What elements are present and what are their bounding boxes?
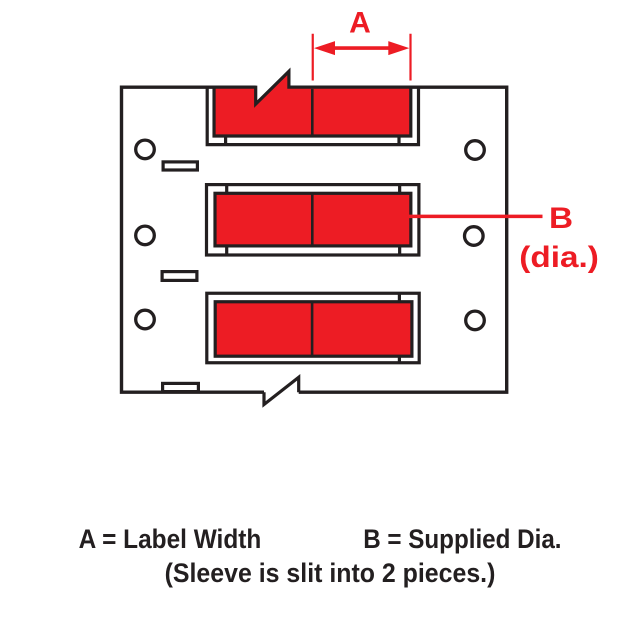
svg-text:B: B bbox=[549, 201, 573, 235]
svg-text:B = Supplied Dia.: B = Supplied Dia. bbox=[363, 525, 561, 554]
svg-text:A: A bbox=[349, 7, 371, 40]
svg-text:A = Label Width: A = Label Width bbox=[79, 525, 262, 554]
svg-text:(dia.): (dia.) bbox=[519, 240, 599, 274]
svg-text:(Sleeve is slit into 2 pieces.: (Sleeve is slit into 2 pieces.) bbox=[165, 557, 496, 588]
